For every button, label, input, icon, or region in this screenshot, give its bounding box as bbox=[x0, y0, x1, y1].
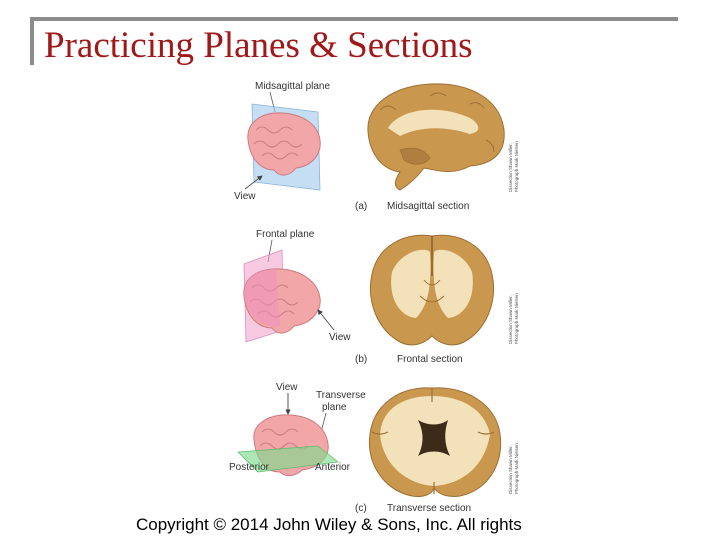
panel-b: Frontal plane View Dissection Shawn Mill… bbox=[243, 229, 519, 365]
credit-c-line2: Photograph Mark Nielsen bbox=[514, 443, 519, 494]
view-label-b: View bbox=[329, 332, 351, 343]
posterior-label: Posterior bbox=[229, 462, 270, 473]
panel-b-letter: (b) bbox=[355, 354, 367, 365]
frame-left-rule bbox=[30, 17, 34, 65]
panel-a-letter: (a) bbox=[355, 201, 367, 212]
brain-model-a bbox=[247, 112, 321, 176]
transverse-plane bbox=[237, 445, 339, 473]
credit-b-line2: Photograph Mark Nielsen bbox=[514, 293, 519, 344]
credit-c-line1: Dissection Shawn Miller, bbox=[508, 445, 513, 494]
midsagittal-section-label: Midsagittal section bbox=[387, 201, 469, 212]
brain-model-b bbox=[243, 268, 321, 334]
transverse-section-label: Transverse section bbox=[387, 503, 471, 514]
copyright-notice: Copyright © 2014 John Wiley & Sons, Inc.… bbox=[136, 515, 522, 534]
transverse-plane-label-line1: Transverse bbox=[316, 390, 366, 401]
frontal-plane-label: Frontal plane bbox=[256, 229, 315, 240]
anterior-label: Anterior bbox=[315, 462, 351, 473]
midsagittal-section-photo bbox=[367, 83, 505, 191]
view-label-c: View bbox=[276, 382, 298, 393]
midsagittal-plane-label: Midsagittal plane bbox=[255, 81, 330, 92]
view-arrow-b bbox=[317, 309, 335, 331]
transverse-plane-label-line2: plane bbox=[322, 402, 347, 413]
slide-title: Practicing Planes & Sections bbox=[44, 25, 473, 66]
view-label-a: View bbox=[234, 191, 256, 202]
credit-a-line2: Photograph Mark Nielsen bbox=[514, 141, 519, 192]
frame-top-rule bbox=[30, 17, 678, 21]
transverse-section-photo bbox=[368, 387, 502, 497]
frontal-section-label: Frontal section bbox=[397, 354, 463, 365]
panel-a: Midsagittal plane View Dissection Shawn … bbox=[234, 81, 519, 212]
panel-c: View Transverse plane Posterior Anterior… bbox=[229, 382, 519, 514]
credit-b-line1: Dissection Shawn Miller, bbox=[508, 295, 513, 344]
credit-a-line1: Dissection Shawn Miller, bbox=[508, 143, 513, 192]
frontal-section-photo bbox=[369, 234, 495, 346]
view-arrow-a bbox=[244, 175, 263, 190]
panel-c-letter: (c) bbox=[355, 503, 367, 514]
